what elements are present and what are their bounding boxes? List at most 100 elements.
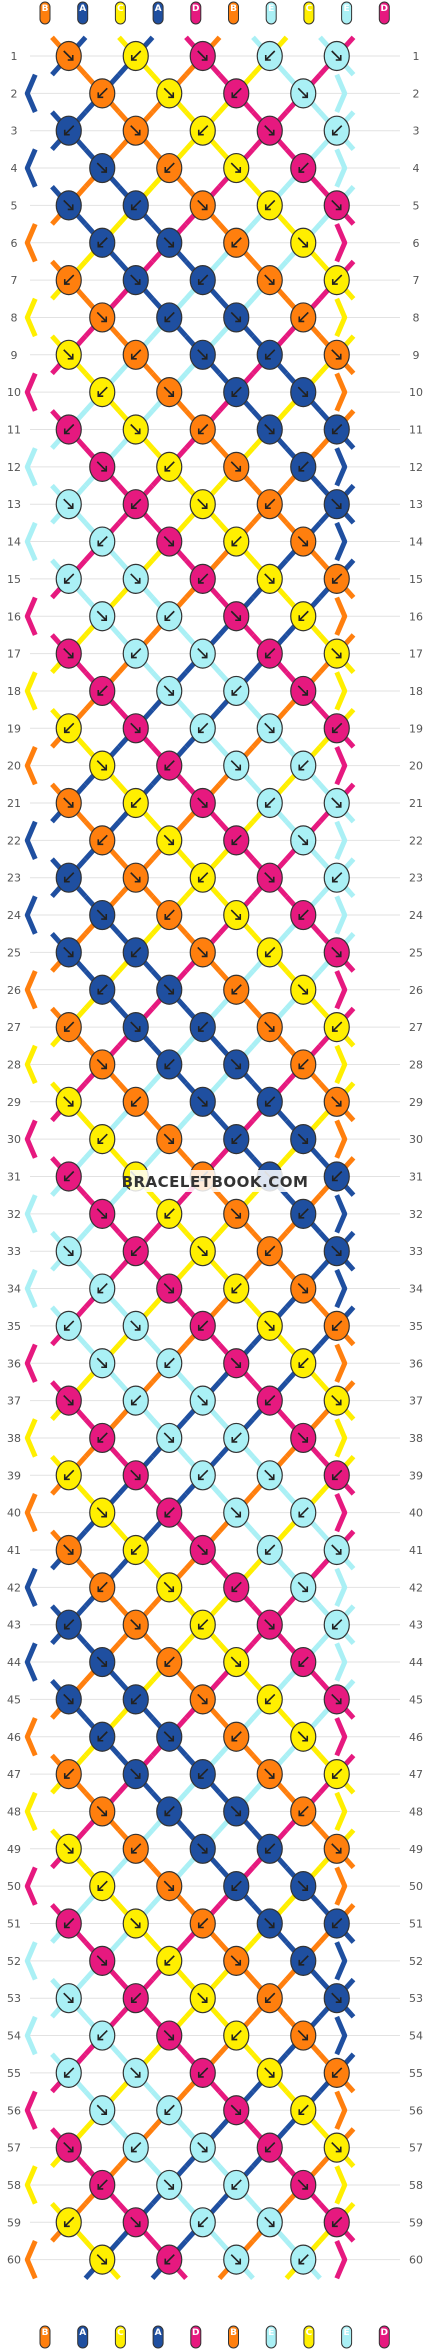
row-number-right: 50 — [409, 1880, 423, 1893]
knot — [156, 152, 183, 184]
row-number-right: 45 — [409, 1693, 423, 1706]
knot — [189, 1983, 216, 2014]
knot — [189, 638, 216, 669]
knot — [156, 601, 183, 632]
knot — [256, 1609, 283, 1640]
knot — [189, 1086, 216, 1117]
knot — [156, 227, 183, 258]
arrow-icon — [264, 1096, 276, 1107]
arrow-icon — [331, 1469, 343, 1481]
edge-strand — [24, 2165, 38, 2205]
row-number-left: 39 — [7, 1469, 21, 1482]
arrow-icon — [264, 1245, 276, 1256]
thread-top-tab — [341, 1, 353, 25]
arrow-icon — [163, 386, 175, 397]
arrow-icon — [298, 461, 309, 472]
arrow-icon — [197, 498, 208, 509]
arrow-icon — [297, 2179, 309, 2190]
knot — [323, 638, 350, 669]
knot — [55, 2132, 82, 2163]
arrow-icon — [164, 162, 175, 173]
knot — [89, 1721, 116, 1752]
row-number-right: 35 — [409, 1320, 423, 1333]
arrow-icon — [63, 50, 74, 61]
arrow-icon — [63, 349, 74, 360]
arrow-icon — [130, 648, 142, 659]
row-number-right: 54 — [409, 2030, 423, 2043]
row-number-right: 10 — [409, 386, 423, 399]
knot — [55, 1908, 82, 1939]
edge-strand — [24, 521, 38, 562]
knot — [323, 1609, 350, 1640]
knot — [290, 825, 317, 856]
row-number-right: 59 — [409, 2216, 423, 2229]
knot — [189, 1758, 216, 1790]
thread-top-label: E — [344, 4, 350, 14]
knot — [256, 787, 283, 819]
knot — [122, 1460, 149, 1491]
arrow-icon — [164, 311, 175, 323]
arrow-icon — [96, 2254, 108, 2265]
arrow-icon — [331, 1917, 343, 1929]
arrow-icon — [130, 573, 141, 584]
thread-top-label: D — [192, 4, 199, 14]
knot — [89, 1646, 116, 1678]
edge-strand — [24, 1119, 38, 1159]
row-number-right: 43 — [409, 1619, 423, 1632]
row-number-left: 54 — [7, 2030, 21, 2043]
arrow-icon — [163, 2179, 175, 2190]
arrow-icon — [63, 1768, 75, 1779]
row-number-right: 9 — [413, 349, 420, 362]
knot — [89, 2020, 116, 2051]
edge-strand — [24, 73, 38, 114]
knot — [122, 862, 149, 893]
knot — [290, 377, 317, 408]
arrow-icon — [63, 2216, 75, 2228]
arrow-icon — [163, 87, 175, 99]
knot — [89, 750, 116, 781]
knot — [223, 1721, 250, 1752]
row-number-left: 53 — [7, 1992, 21, 2005]
knot — [156, 825, 183, 856]
edge-strand — [24, 596, 38, 636]
row-number-right: 31 — [409, 1171, 423, 1184]
row-number-left: 34 — [7, 1283, 21, 1296]
arrow-icon — [331, 946, 342, 958]
edge-strand — [24, 1717, 38, 1757]
arrow-icon — [331, 797, 342, 808]
arrow-icon — [130, 1469, 141, 1481]
knot — [290, 1348, 317, 1379]
thread-top-label: E — [268, 4, 274, 14]
arrow-icon — [63, 1320, 75, 1331]
arrow-icon — [164, 909, 175, 920]
arrow-icon — [63, 274, 75, 285]
knot — [89, 78, 116, 109]
arrow-icon — [230, 909, 242, 920]
knot — [290, 675, 317, 707]
arrow-icon — [63, 498, 74, 509]
knot — [55, 713, 82, 744]
arrow-icon — [164, 461, 175, 472]
row-number-right: 52 — [409, 1955, 423, 1968]
row-number-left: 42 — [7, 1581, 21, 1594]
knot — [89, 675, 116, 707]
arrow-icon — [231, 2029, 242, 2041]
knot — [323, 1758, 350, 1790]
arrow-icon — [231, 87, 242, 99]
knot — [156, 1572, 183, 1603]
arrow-icon — [164, 1955, 175, 1966]
knot — [256, 1460, 283, 1491]
knot — [89, 1049, 116, 1080]
knot — [89, 302, 116, 333]
knot — [156, 1646, 183, 1678]
arrow-icon — [197, 125, 209, 136]
knot — [290, 526, 317, 557]
arrow-icon — [297, 1581, 309, 1593]
thread-bottom-label: C — [117, 2328, 124, 2338]
knot — [122, 2207, 149, 2238]
knot — [122, 115, 149, 146]
arrow-icon — [164, 1357, 175, 1369]
arrow-icon — [264, 349, 276, 360]
knot — [323, 190, 350, 221]
row-number-left: 6 — [11, 237, 18, 250]
